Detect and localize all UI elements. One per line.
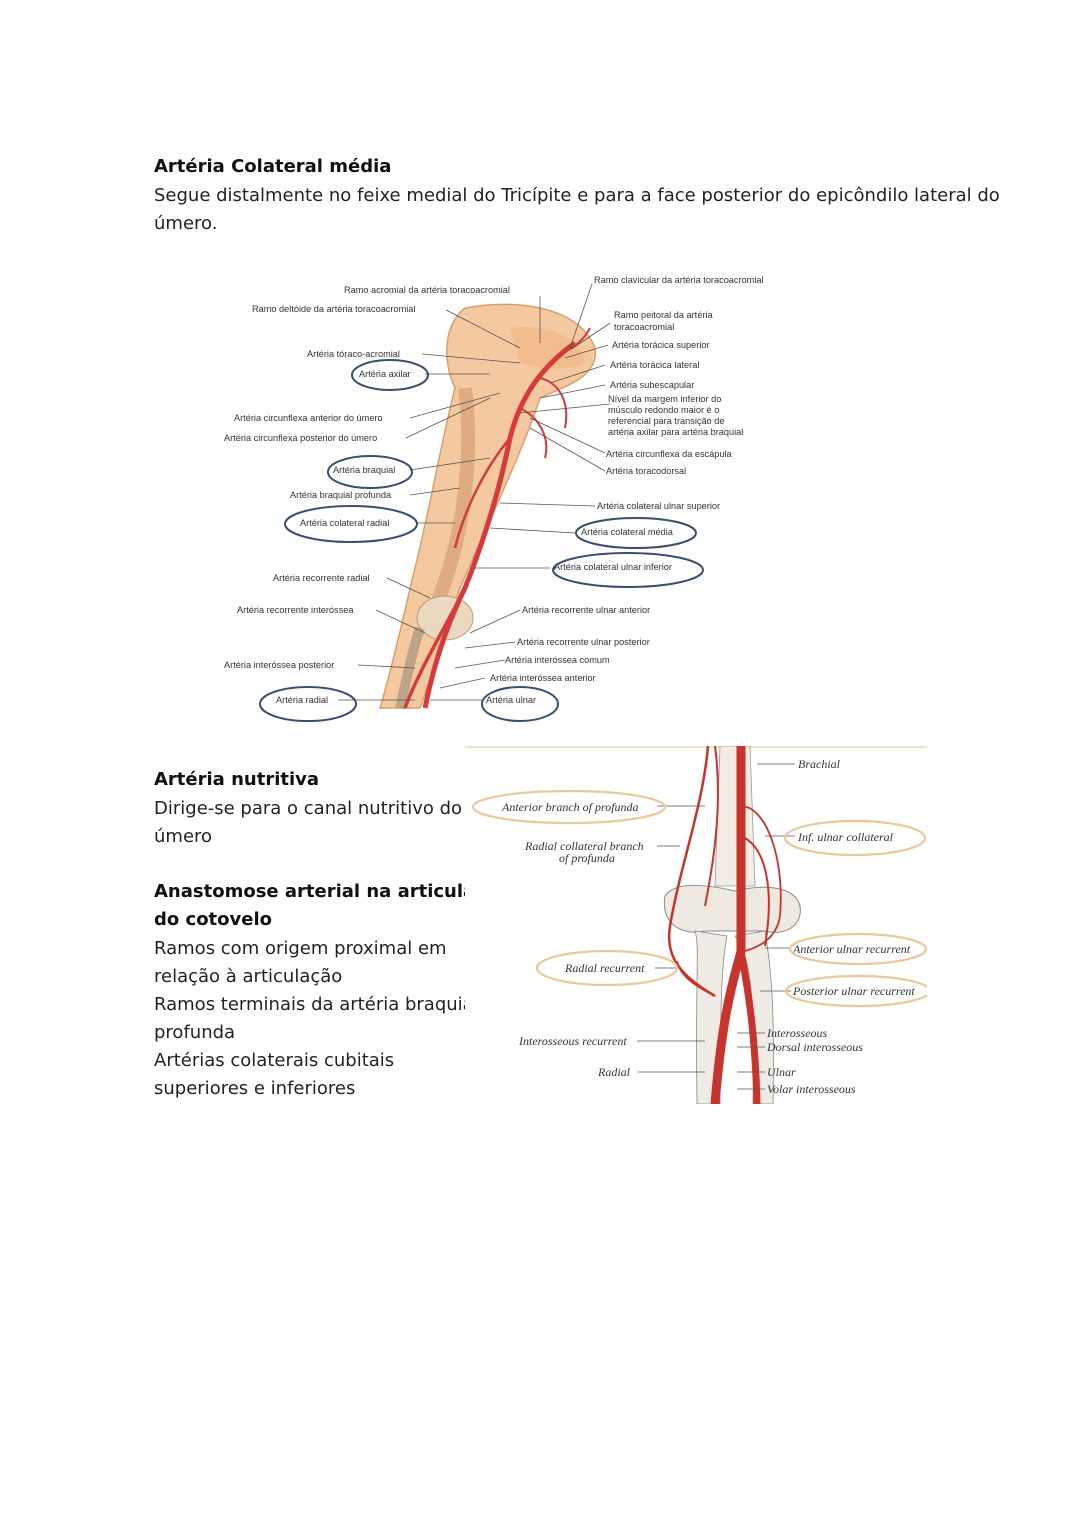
label-nivel-3: referencial para transição de <box>608 416 724 426</box>
elbow-artery-tree <box>667 746 782 1104</box>
highlight-braquial <box>327 455 413 489</box>
label-dorsal-interosseous: Dorsal interosseous <box>766 1040 863 1054</box>
label-nivel-4: artéria axilar para artéria braquial <box>608 427 743 437</box>
highlight-radial-recurrent <box>535 949 679 987</box>
elbow-anastomosis-figure: Brachial Anterior branch of profunda Inf… <box>465 746 927 1104</box>
label-subescapular: Artéria subescapular <box>610 380 694 390</box>
label-toracica-lateral: Artéria torácica lateral <box>610 360 699 370</box>
anastomose-line-5: Artérias colaterais cubitais <box>154 1050 395 1071</box>
heading-arteria-colateral-media: Artéria Colateral média <box>154 156 392 177</box>
label-colateral-ulnar-superior: Artéria colateral ulnar superior <box>597 501 720 511</box>
label-recorrente-radial: Artéria recorrente radial <box>273 573 370 583</box>
label-toraco-acromial: Artéria tóraco-acromial <box>307 349 400 359</box>
label-braquial-profunda: Artéria braquial profunda <box>290 490 392 500</box>
label-inf-ulnar-collateral: Inf. ulnar collateral <box>797 830 894 844</box>
label-radial-recurrent: Radial recurrent <box>564 961 645 975</box>
label-ramo-clavicular: Ramo clavicular da artéria toracoacromia… <box>594 275 764 285</box>
label-circunflexa-escapula: Artéria circunflexa da escápula <box>606 449 733 459</box>
highlight-anterior-ulnar-recurrent <box>788 932 927 966</box>
label-circunflexa-posterior: Artéria circunflexa posterior do úmero <box>224 433 377 443</box>
label-radial: Radial <box>597 1065 631 1079</box>
label-colateral-radial: Artéria colateral radial <box>300 518 389 528</box>
label-posterior-ulnar-recurrent: Posterior ulnar recurrent <box>792 984 915 998</box>
label-interosseous: Interosseous <box>766 1026 828 1040</box>
label-recorrente-ulnar-posterior: Artéria recorrente ulnar posterior <box>517 637 650 647</box>
highlight-ulnar <box>481 686 559 722</box>
paragraph-colateral-media-line1: Segue distalmente no feixe medial do Tri… <box>154 185 1000 206</box>
label-ulnar: Ulnar <box>767 1065 796 1079</box>
label-circunflexa-anterior: Artéria circunflexa anterior do úmero <box>234 413 383 423</box>
label-ramo-deltoide: Ramo deltóide da artéria toracoacromial <box>252 304 415 314</box>
label-ramo-acromial: Ramo acromial da artéria toracoacromial <box>344 285 510 295</box>
label-nivel-2: músculo redondo maior é o <box>608 405 719 415</box>
label-toracodorsal: Artéria toracodorsal <box>606 466 686 476</box>
artery-tree <box>403 327 591 709</box>
heading-anastomose-line1: Anastomose arterial na articulação <box>154 881 511 902</box>
label-recorrente-ulnar-anterior: Artéria recorrente ulnar anterior <box>522 605 650 615</box>
paragraph-nutritiva-line1: Dirige-se para o canal nutritivo do <box>154 798 463 819</box>
label-ramo-peitoral-2: toracoacromial <box>614 322 674 332</box>
label-axilar: Artéria axilar <box>359 369 411 379</box>
label-colateral-media: Artéria colateral média <box>581 527 674 537</box>
label-radial-collateral-2: of profunda <box>559 851 615 865</box>
heading-anastomose-line2: do cotovelo <box>154 909 273 930</box>
label-interossea-posterior: Artéria interóssea posterior <box>224 660 334 670</box>
arm-illustration <box>378 303 596 710</box>
label-interossea-anterior: Artéria interóssea anterior <box>490 673 596 683</box>
heading-arteria-nutritiva: Artéria nutritiva <box>154 769 320 790</box>
label-nivel-1: Nível da margem inferior do <box>608 394 721 404</box>
label-radial: Artéria radial <box>276 695 328 705</box>
label-colateral-ulnar-inferior: Artéria colateral ulnar inferior <box>554 562 672 572</box>
label-radial-collateral-1: Radial collateral branch <box>524 839 644 853</box>
highlight-colateral-radial <box>284 505 418 543</box>
highlight-radial <box>259 686 357 722</box>
label-brachial: Brachial <box>798 757 841 771</box>
label-interosseous-recurrent: Interosseous recurrent <box>518 1034 627 1048</box>
anastomose-line-1: Ramos com origem proximal em <box>154 938 447 959</box>
paragraph-nutritiva-line2: úmero <box>154 826 213 847</box>
anastomose-line-6: superiores e inferiores <box>154 1078 356 1099</box>
anastomose-line-2: relação à articulação <box>154 966 343 987</box>
highlight-colateral-media <box>575 517 697 549</box>
label-anterior-ulnar-recurrent: Anterior ulnar recurrent <box>792 942 911 956</box>
label-toracica-superior: Artéria torácica superior <box>612 340 710 350</box>
anastomose-line-4: profunda <box>154 1022 236 1043</box>
anastomose-line-3: Ramos terminais da artéria braquial <box>154 994 479 1015</box>
highlight-colateral-ulnar-inferior <box>552 552 704 588</box>
arm-arteries-figure: Ramo acromial da artéria toracoacromial … <box>224 275 764 722</box>
highlight-posterior-ulnar-recurrent <box>784 974 927 1008</box>
label-recorrente-interossea: Artéria recorrente interóssea <box>237 605 354 615</box>
label-interossea-comum: Artéria interóssea comum <box>505 655 610 665</box>
highlight-axilar <box>351 359 429 391</box>
label-anterior-branch-profunda: Anterior branch of profunda <box>501 800 639 814</box>
highlight-anterior-branch-profunda <box>471 789 667 825</box>
label-braquial: Artéria braquial <box>333 465 395 475</box>
label-ramo-peitoral-1: Ramo peitoral da artéria <box>614 310 713 320</box>
paragraph-colateral-media-line2: úmero. <box>154 213 218 234</box>
label-ulnar: Artéria ulnar <box>486 695 536 705</box>
highlight-inf-ulnar-collateral <box>783 819 927 857</box>
label-volar-interosseous: Volar interosseous <box>767 1082 856 1096</box>
